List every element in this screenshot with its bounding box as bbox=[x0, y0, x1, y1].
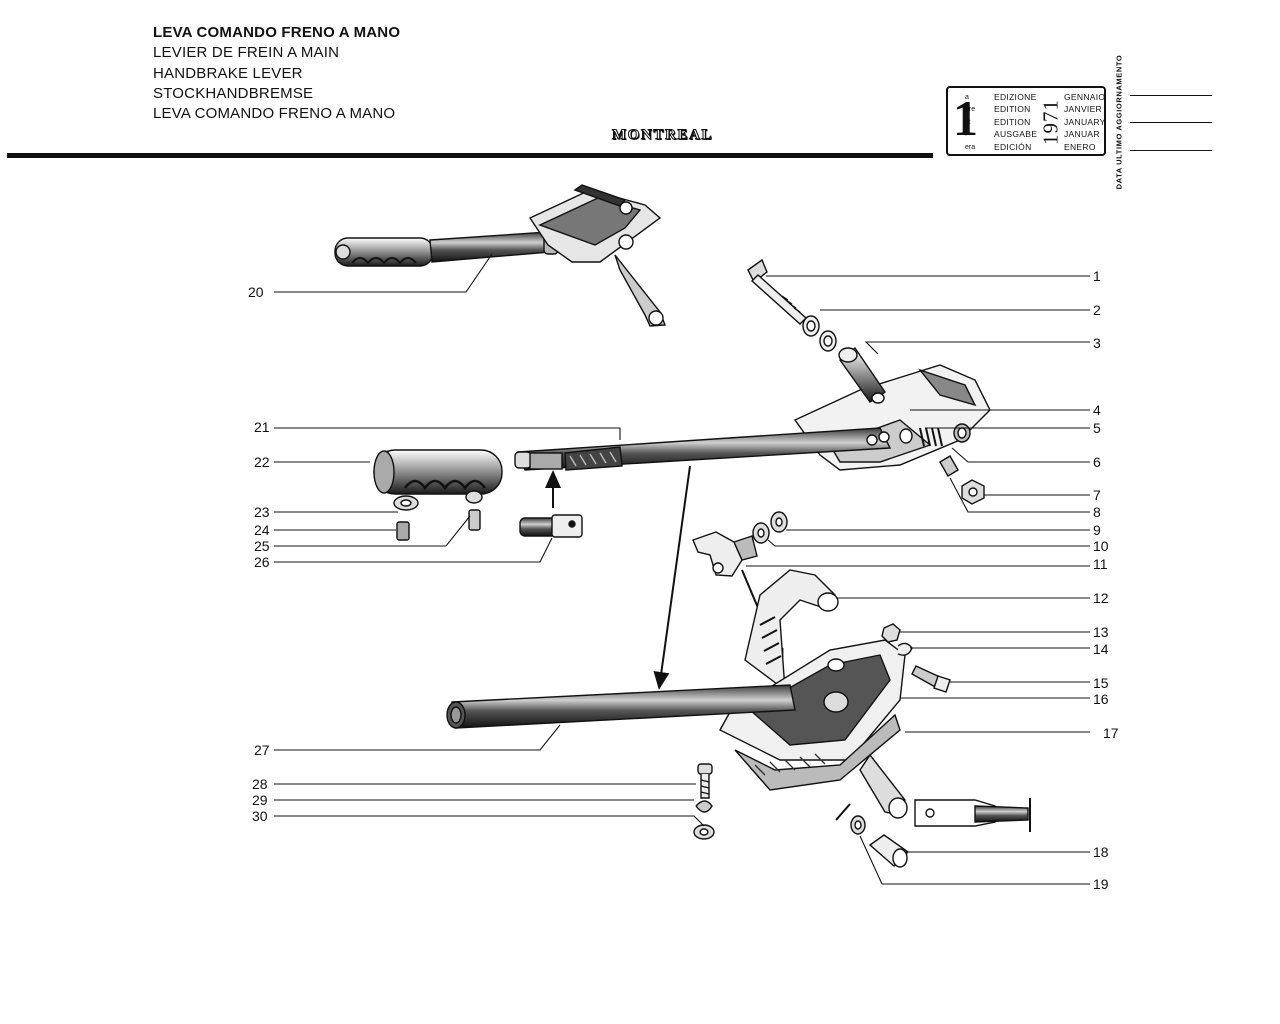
callout-17: 17 bbox=[1103, 725, 1119, 741]
callout-24: 24 bbox=[254, 522, 270, 538]
bolt-1 bbox=[747, 258, 808, 325]
update-line bbox=[1130, 95, 1212, 96]
callout-21: 21 bbox=[254, 419, 270, 435]
callout-15: 15 bbox=[1093, 675, 1109, 691]
callout-4: 4 bbox=[1093, 402, 1101, 418]
title-spanish: LEVA COMANDO FRENO A MANO bbox=[153, 105, 396, 123]
title-german: STOCKHANDBREMSE bbox=[153, 84, 314, 102]
callout-labels: 1 2 3 4 5 6 7 8 9 10 11 12 13 14 15 16 1… bbox=[248, 268, 1119, 892]
update-line bbox=[1130, 122, 1212, 123]
callout-9: 9 bbox=[1093, 522, 1101, 538]
grip-22 bbox=[373, 449, 503, 495]
pawl-11 bbox=[692, 531, 758, 577]
edition-suffix: a bbox=[965, 94, 969, 101]
edition-label: EDITION bbox=[994, 104, 1031, 115]
callout-27: 27 bbox=[254, 742, 270, 758]
callout-6: 6 bbox=[1093, 454, 1101, 470]
callout-29: 29 bbox=[252, 792, 268, 808]
callout-23: 23 bbox=[254, 504, 270, 520]
edition-month: JANUAR bbox=[1064, 129, 1100, 140]
edition-number: 1 bbox=[953, 90, 978, 146]
callout-11: 11 bbox=[1093, 556, 1108, 572]
screw-25 bbox=[468, 509, 481, 531]
edition-month: GENNAIO bbox=[1064, 92, 1106, 102]
adapter-26 bbox=[519, 514, 583, 538]
bolt-15 bbox=[911, 665, 951, 693]
callout-22: 22 bbox=[254, 454, 270, 470]
callout-5: 5 bbox=[1093, 420, 1101, 436]
callout-1: 1 bbox=[1093, 268, 1101, 284]
callout-12: 12 bbox=[1093, 590, 1109, 606]
header-rule bbox=[7, 153, 933, 158]
title-italian: LEVA COMANDO FRENO A MANO bbox=[153, 24, 401, 41]
leader-lines bbox=[274, 253, 1090, 885]
edition-box: 1 a ere st . era EDIZIONE EDITION EDITIO… bbox=[946, 86, 1106, 156]
callout-8: 8 bbox=[1093, 504, 1101, 520]
upper-lever-assembly bbox=[514, 346, 991, 505]
edition-suffix: era bbox=[965, 144, 976, 151]
edition-suffix: st bbox=[965, 119, 971, 126]
callout-18: 18 bbox=[1093, 844, 1109, 860]
callout-16: 16 bbox=[1093, 691, 1109, 707]
clevis-rod bbox=[914, 798, 1031, 832]
callout-25: 25 bbox=[254, 538, 270, 554]
callout-28: 28 bbox=[252, 776, 268, 792]
edition-months: GENNAIO JANVIER JANUARY JANUAR ENERO bbox=[1064, 91, 1106, 153]
callout-13: 13 bbox=[1093, 624, 1109, 640]
edition-labels: EDIZIONE EDITION EDITION AUSGABE EDICIÓN bbox=[994, 91, 1037, 153]
callout-3: 3 bbox=[1093, 335, 1101, 351]
bolt-28 bbox=[697, 763, 713, 799]
update-line bbox=[1130, 150, 1212, 151]
edition-month: JANVIER bbox=[1064, 104, 1102, 115]
edition-label: AUSGABE bbox=[994, 129, 1038, 140]
edition-suffix: . bbox=[965, 131, 967, 138]
callout-14: 14 bbox=[1093, 641, 1109, 657]
brand-logo: MONTREAL bbox=[611, 127, 714, 144]
callout-19: 19 bbox=[1093, 876, 1109, 892]
callout-7: 7 bbox=[1093, 487, 1101, 503]
lower-lever-assembly bbox=[446, 569, 908, 819]
title-english: HANDBRAKE LEVER bbox=[153, 64, 303, 82]
callout-10: 10 bbox=[1093, 538, 1109, 554]
edition-label: EDITION bbox=[994, 116, 1031, 127]
callout-2: 2 bbox=[1093, 302, 1101, 318]
callout-20: 20 bbox=[248, 284, 264, 300]
assembled-handbrake-20 bbox=[334, 184, 666, 327]
screw-24 bbox=[396, 521, 410, 541]
edition-label: EDICIÓN bbox=[994, 141, 1032, 152]
edition-month: JANUARY bbox=[1064, 116, 1106, 127]
callout-30: 30 bbox=[252, 808, 268, 824]
title-french: LEVIER DE FREIN A MAIN bbox=[153, 44, 340, 62]
edition-month: ENERO bbox=[1064, 141, 1096, 152]
title-block: LEVA COMANDO FRENO A MANO LEVIER DE FREI… bbox=[153, 23, 400, 124]
callout-26: 26 bbox=[254, 554, 270, 570]
edition-label: EDIZIONE bbox=[994, 92, 1037, 102]
edition-suffix: ere bbox=[965, 106, 976, 113]
